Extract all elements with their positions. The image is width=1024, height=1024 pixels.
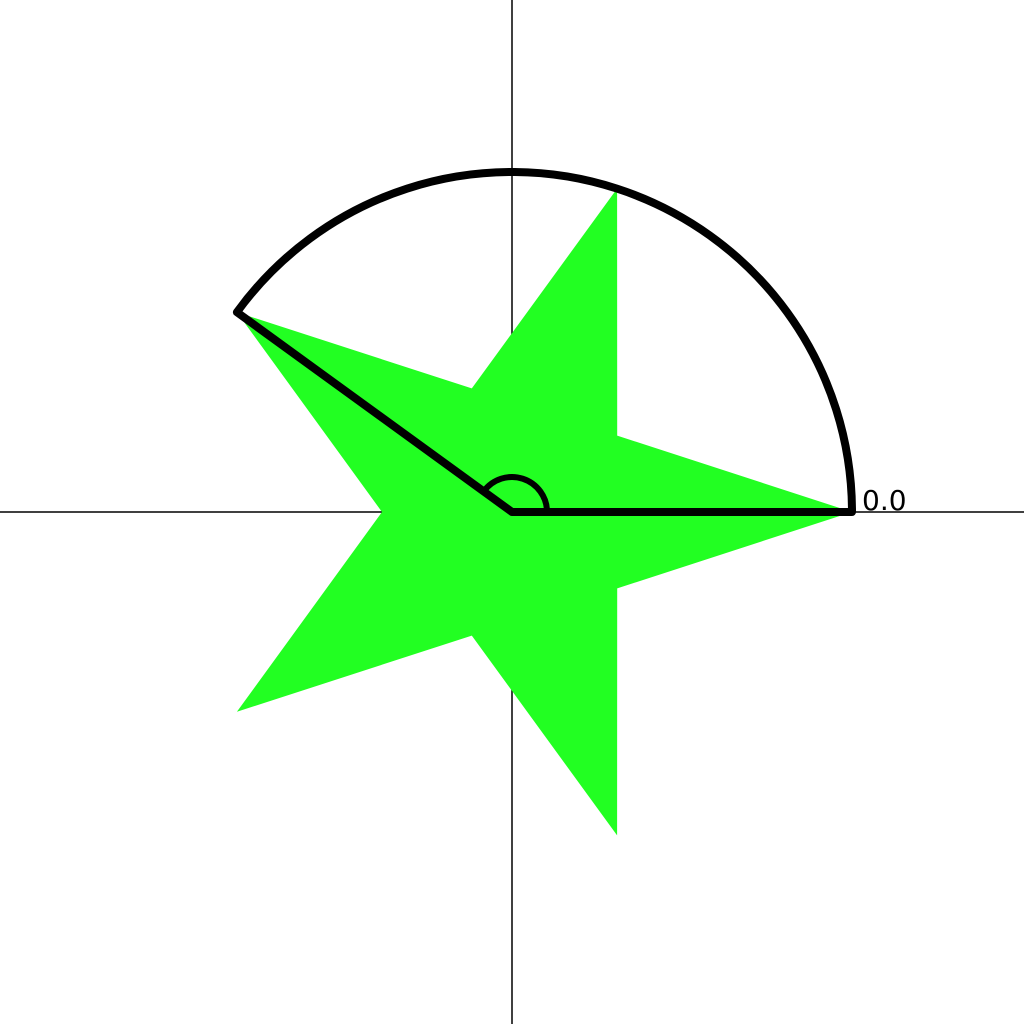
angle-marker-arc	[480, 474, 550, 515]
radius-label: 0.0	[862, 484, 907, 517]
sector-outline	[232, 168, 856, 516]
